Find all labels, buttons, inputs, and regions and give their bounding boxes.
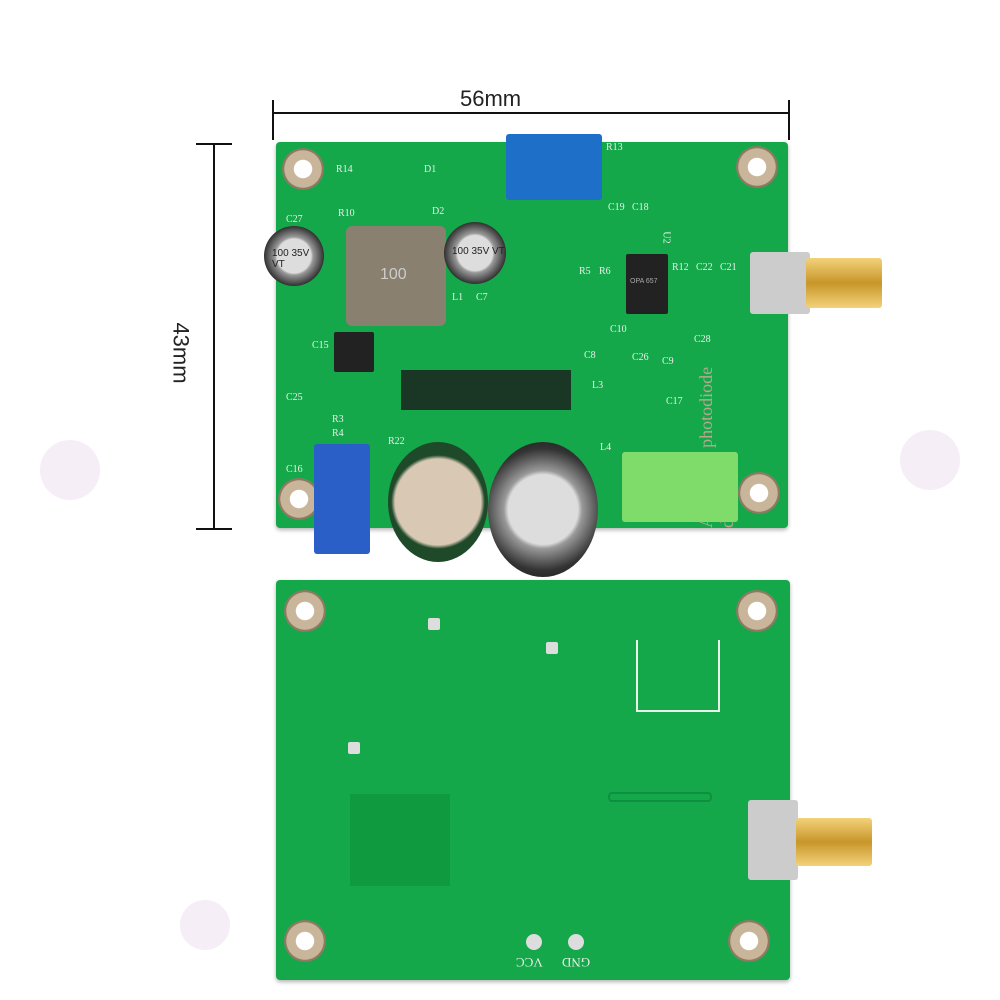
component-label: C19: [608, 202, 625, 213]
component-label: C9: [662, 356, 674, 367]
component-label: C7: [476, 292, 488, 303]
electrolytic-capacitor: 100 35V VT: [444, 222, 506, 284]
component-label: C26: [632, 352, 649, 363]
component-label: C16: [286, 464, 303, 475]
opamp-chip: OPA 657: [626, 254, 668, 314]
front-pcb-board: 100 100 35V VT 100 35V VT OPA 657 Avalan…: [264, 134, 788, 577]
back-pcb-board: GND VCC: [276, 580, 790, 980]
component-label: R3: [332, 414, 344, 425]
component-label: L1: [452, 292, 464, 303]
height-dimension-line: [213, 143, 215, 529]
component-label: L4: [600, 442, 612, 453]
solder-pad: [428, 618, 440, 630]
component-label: C17: [666, 396, 683, 407]
component-label: R12: [672, 262, 689, 273]
gnd-pad: [568, 934, 584, 950]
mounting-hole: [736, 590, 778, 632]
chip-marking: OPA 657: [630, 278, 658, 285]
power-inductor: 100: [346, 226, 446, 326]
component-label: L3: [592, 380, 604, 391]
width-dimension-tick: [272, 100, 274, 140]
capacitor-label: 100 35V VT: [452, 246, 505, 257]
ground-pad: [350, 794, 450, 886]
background-decoration: [40, 440, 100, 500]
mounting-hole: [282, 148, 324, 190]
component-label: C10: [610, 324, 627, 335]
component-label: D2: [432, 206, 445, 217]
blue-screw-terminal: [506, 134, 602, 200]
component-label: C25: [286, 392, 303, 403]
blue-potentiometer: [314, 444, 370, 554]
height-dimension-tick: [196, 528, 232, 530]
component-label: R22: [388, 436, 405, 447]
component-label: R13: [606, 142, 623, 153]
vcc-pad: [526, 934, 542, 950]
component-label: C15: [312, 340, 329, 351]
width-dimension-line: [272, 112, 790, 114]
gnd-label: GND: [562, 955, 591, 970]
component-label: C28: [694, 334, 711, 345]
sma-connector: [796, 818, 872, 866]
electrolytic-capacitor: 100 35V VT: [264, 226, 324, 286]
mounting-hole: [738, 472, 780, 514]
mounting-hole: [736, 146, 778, 188]
component-label: U2: [660, 231, 672, 244]
capacitor-label: 100 35V VT: [272, 248, 310, 270]
height-dimension-label: 43mm: [168, 322, 194, 384]
mounting-hole: [278, 478, 320, 520]
component-label: C8: [584, 350, 596, 361]
inductor-marking: 100: [380, 266, 407, 283]
component-label: R5: [579, 266, 591, 277]
solder-pad: [546, 642, 558, 654]
sma-connector: [806, 258, 882, 308]
component-label: C27: [286, 214, 303, 225]
vcc-label: VCC: [516, 955, 543, 970]
regulator-chip: [334, 332, 374, 372]
height-dimension-tick: [196, 143, 232, 145]
green-screw-terminal: [622, 452, 738, 522]
component-label: C21: [720, 262, 737, 273]
solder-pad: [348, 742, 360, 754]
diode-array: [401, 370, 571, 410]
background-decoration: [180, 900, 230, 950]
photodiode-symbol: [636, 640, 720, 712]
component-label: R14: [336, 164, 353, 175]
electrolytic-capacitor-large: [388, 442, 488, 562]
slot-marking: [608, 792, 712, 802]
sma-connector-base: [748, 800, 798, 880]
mounting-hole: [284, 590, 326, 632]
sma-connector-base: [750, 252, 810, 314]
component-label: R4: [332, 428, 344, 439]
component-label: D1: [424, 164, 437, 175]
mounting-hole: [284, 920, 326, 962]
component-label: C18: [632, 202, 649, 213]
width-dimension-label: 56mm: [460, 86, 522, 111]
component-label: C22: [696, 262, 713, 273]
mounting-hole: [728, 920, 770, 962]
component-label: R10: [338, 208, 355, 219]
component-label: R6: [599, 266, 611, 277]
background-decoration: [900, 430, 960, 490]
width-dimension-tick: [788, 100, 790, 140]
electrolytic-capacitor-large: [488, 442, 598, 577]
